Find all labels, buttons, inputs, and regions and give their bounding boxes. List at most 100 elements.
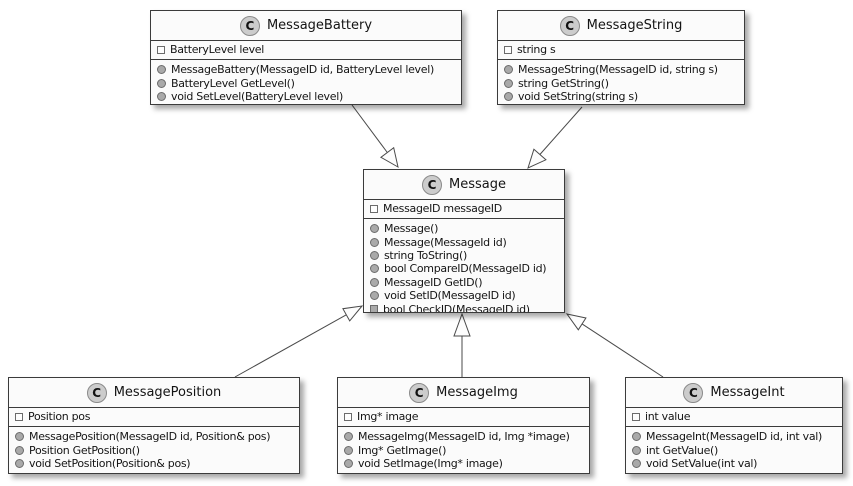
member-row: MessageBattery(MessageID id, BatteryLeve… (157, 63, 455, 76)
class-header: C MessageBattery (151, 11, 461, 41)
member-text: Img* image (357, 410, 419, 424)
methods-compartment: Message()Message(MessageId id)string ToS… (364, 219, 564, 312)
methods-compartment: MessagePosition(MessageID id, Position& … (9, 427, 299, 473)
square-open-visibility-icon (15, 412, 23, 421)
member-row: void SetValue(int val) (632, 457, 836, 470)
inheritance-arrow-string-to-message (527, 106, 583, 169)
circle-visibility-icon (504, 65, 513, 75)
member-text: Position GetPosition() (29, 443, 140, 457)
member-row: int GetValue() (632, 443, 836, 457)
member-text: MessageID messageID (383, 202, 502, 216)
square-open-visibility-icon (504, 45, 512, 54)
member-text: int value (645, 410, 691, 424)
fields-compartment: string s (498, 41, 744, 60)
class-box-messageint: C MessageInt int value MessageInt(Messag… (625, 377, 843, 474)
member-text: MessagePosition(MessageID id, Position& … (29, 430, 271, 444)
circle-visibility-icon (15, 432, 24, 442)
class-icon: C (409, 382, 430, 403)
class-box-messagebattery: C MessageBattery BatteryLevel level Mess… (150, 10, 462, 105)
circle-visibility-icon (370, 264, 379, 274)
circle-visibility-icon (370, 237, 379, 247)
member-text: MessageInt(MessageID id, int val) (646, 430, 823, 444)
member-row: void SetImage(Img* image) (344, 457, 583, 470)
member-text: Message(MessageId id) (384, 235, 507, 249)
member-row: Message() (370, 222, 558, 235)
member-text: void SetID(MessageID id) (384, 289, 516, 303)
member-row: bool CompareID(MessageID id) (370, 262, 558, 275)
member-row: void SetLevel(BatteryLevel level) (157, 90, 455, 103)
member-text: MessageImg(MessageID id, Img *image) (358, 430, 570, 444)
circle-visibility-icon (370, 277, 379, 287)
member-row: MessageInt(MessageID id, int val) (632, 430, 836, 443)
member-row: MessageString(MessageID id, string s) (504, 63, 738, 76)
class-name: MessageString (586, 18, 683, 33)
member-row: Position GetPosition() (15, 443, 293, 457)
square-open-visibility-icon (344, 412, 352, 421)
class-box-message: C Message MessageID messageID Message()M… (363, 169, 565, 313)
member-row: Img* GetImage() (344, 443, 583, 457)
class-icon: C (422, 174, 442, 195)
member-row: BatteryLevel GetLevel() (157, 76, 455, 90)
member-row: MessageID messageID (370, 202, 558, 215)
member-text: BatteryLevel level (170, 43, 265, 57)
inheritance-arrow-int-to-message (565, 313, 664, 378)
member-text: Position pos (28, 410, 91, 424)
member-text: bool CompareID(MessageID id) (384, 262, 547, 276)
circle-visibility-icon (632, 445, 641, 455)
member-text: MessageID GetID() (384, 275, 483, 289)
member-row: int value (632, 410, 836, 423)
member-row: void SetPosition(Position& pos) (15, 457, 293, 470)
member-row: string s (504, 43, 738, 56)
circle-visibility-icon (344, 445, 353, 455)
class-header: C MessagePosition (9, 378, 299, 408)
member-text: Message() (384, 222, 439, 236)
member-row: string GetString() (504, 76, 738, 90)
class-box-messageposition: C MessagePosition Position pos MessagePo… (8, 377, 300, 474)
class-header: C MessageString (498, 11, 744, 41)
class-icon: C (86, 382, 107, 403)
member-text: string ToString() (384, 248, 467, 262)
class-box-messagestring: C MessageString string s MessageString(M… (497, 10, 745, 105)
member-row: Message(MessageId id) (370, 235, 558, 249)
circle-visibility-icon (157, 78, 166, 88)
member-row: void SetID(MessageID id) (370, 289, 558, 302)
member-text: void SetImage(Img* image) (358, 456, 503, 470)
member-text: void SetString(string s) (518, 89, 638, 103)
class-name: MessagePosition (113, 385, 222, 400)
member-row: MessageID GetID() (370, 276, 558, 289)
fields-compartment: int value (626, 408, 842, 427)
circle-visibility-icon (632, 458, 641, 468)
member-text: void SetValue(int val) (646, 456, 758, 470)
fields-compartment: Position pos (9, 408, 299, 427)
member-text: MessageBattery(MessageID id, BatteryLeve… (171, 63, 434, 77)
inheritance-arrow-battery-to-message (351, 104, 399, 168)
member-row: MessageImg(MessageID id, Img *image) (344, 430, 583, 443)
member-text: void SetLevel(BatteryLevel level) (171, 89, 343, 103)
member-text: string s (517, 43, 556, 57)
circle-visibility-icon (344, 458, 353, 468)
circle-visibility-icon (370, 250, 379, 260)
fields-compartment: MessageID messageID (364, 200, 564, 219)
fields-compartment: Img* image (338, 408, 589, 427)
member-row: string ToString() (370, 249, 558, 262)
square-filled-visibility-icon (370, 305, 378, 312)
member-row: BatteryLevel level (157, 43, 455, 56)
circle-visibility-icon (370, 224, 379, 234)
class-header: C Message (364, 170, 564, 200)
circle-visibility-icon (370, 291, 379, 301)
member-text: BatteryLevel GetLevel() (171, 76, 295, 90)
class-header: C MessageInt (626, 378, 842, 408)
class-name: MessageImg (436, 385, 518, 400)
inheritance-arrow-img-to-message (453, 312, 471, 377)
member-row: void SetString(string s) (504, 90, 738, 103)
circle-visibility-icon (504, 91, 513, 101)
methods-compartment: MessageString(MessageID id, string s)str… (498, 60, 744, 104)
member-row: Img* image (344, 410, 583, 423)
square-open-visibility-icon (632, 412, 640, 421)
methods-compartment: MessageBattery(MessageID id, BatteryLeve… (151, 60, 461, 104)
member-text: string GetString() (518, 76, 609, 90)
class-icon: C (683, 382, 704, 403)
circle-visibility-icon (15, 445, 24, 455)
circle-visibility-icon (157, 65, 166, 75)
